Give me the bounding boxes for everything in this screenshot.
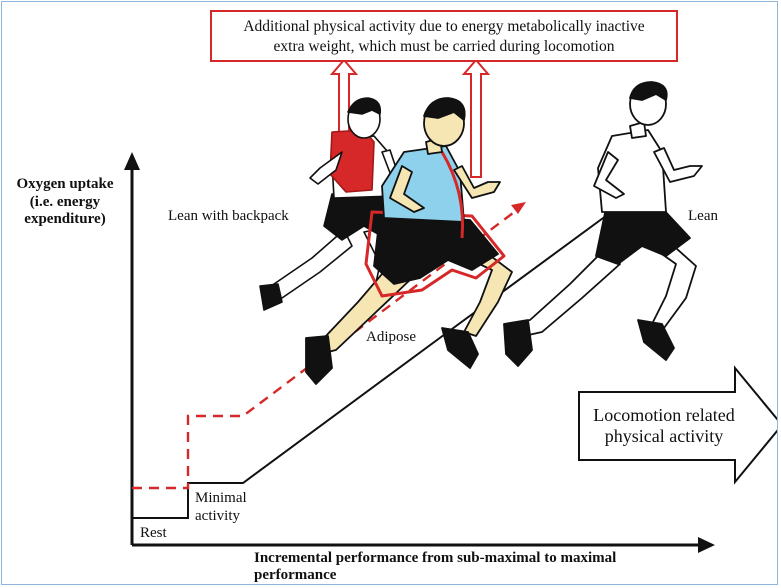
label-lean: Lean: [688, 208, 718, 224]
label-rest: Rest: [140, 525, 167, 541]
y-axis-label: Oxygen uptake (i.e. energy expenditure): [6, 176, 124, 229]
locomotion-arrow-text: Locomotion related physical activity: [584, 405, 744, 447]
x-axis-label-line-1: Incremental performance from sub-maximal…: [254, 550, 617, 566]
lean-energy-line: [132, 209, 615, 519]
label-minimal-line-1: Minimal: [195, 490, 247, 506]
locomotion-text-line-2: physical activity: [604, 426, 724, 446]
extra-weight-arrow-right: [461, 58, 491, 178]
extra-weight-annotation-box: Additional physical activity due to ener…: [210, 10, 678, 62]
label-lean-with-backpack: Lean with backpack: [168, 208, 289, 224]
y-axis-label-line-1: Oxygen uptake: [16, 176, 114, 192]
label-minimal-activity: Minimal activity: [195, 490, 247, 525]
adipose-line-arrowhead: [511, 202, 526, 214]
locomotion-text-line-1: Locomotion related: [593, 405, 735, 425]
y-axis-label-line-2: (i.e. energy: [29, 193, 101, 210]
runner-lean-figure: [503, 81, 703, 367]
runner-adipose-figure: [305, 97, 513, 385]
annotation-line-2: extra weight, which must be carried duri…: [273, 38, 615, 55]
y-axis-arrowhead: [124, 152, 140, 170]
label-adipose: Adipose: [366, 329, 416, 345]
x-axis-label: Incremental performance from sub-maximal…: [254, 550, 616, 584]
x-axis-label-line-2: performance: [254, 567, 337, 583]
y-axis-label-line-3: expenditure): [24, 211, 106, 228]
annotation-line-1: Additional physical activity due to ener…: [243, 18, 645, 35]
label-minimal-line-2: activity: [195, 507, 240, 524]
locomotion-big-arrow: [578, 365, 777, 485]
x-axis-arrowhead: [698, 537, 715, 553]
